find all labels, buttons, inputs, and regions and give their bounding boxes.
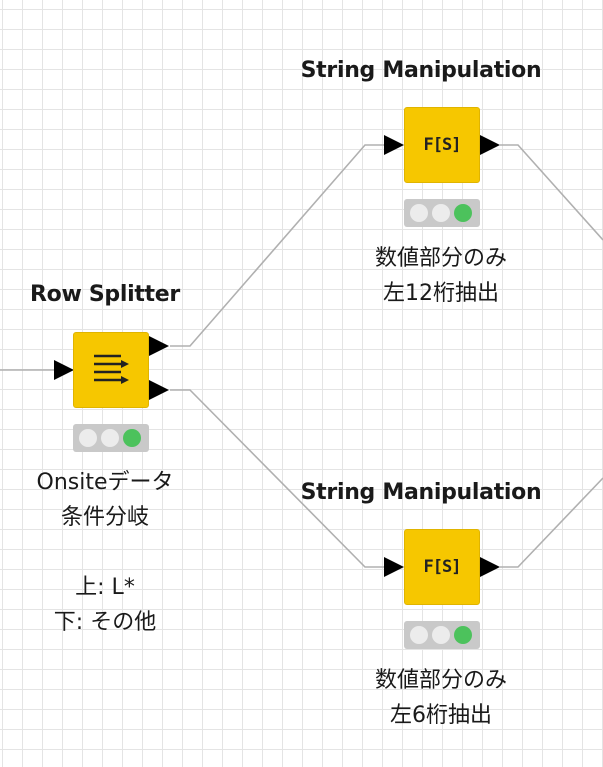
output-port-bottom[interactable] <box>149 380 169 400</box>
f-s-icon: F[S] <box>423 557 462 577</box>
node-status-indicator <box>404 621 480 649</box>
connection-row-splitter-to-string-manipulation-bottom[interactable] <box>170 389 384 568</box>
description-line: 左6桁抽出 <box>390 703 492 728</box>
connection-string-manipulation-top-out[interactable] <box>500 144 603 241</box>
input-port[interactable] <box>54 360 74 380</box>
input-port[interactable] <box>384 135 404 155</box>
string-manipulation-node-body[interactable]: F[S] <box>404 107 480 183</box>
description-line <box>5 535 205 570</box>
description-line: 条件分岐 <box>60 505 149 530</box>
description-line: 上: L* <box>75 575 135 600</box>
status-light-yellow <box>101 429 119 447</box>
input-port[interactable] <box>384 557 404 577</box>
node-description[interactable]: 数値部分のみ 左6桁抽出 <box>341 663 541 733</box>
row-splitter-node-body[interactable] <box>73 332 149 408</box>
status-light-yellow <box>432 204 450 222</box>
connection-row-splitter-to-string-manipulation-top[interactable] <box>170 144 384 347</box>
description-line: 数値部分のみ <box>374 668 507 693</box>
string-manipulation-node-bottom[interactable]: String Manipulation F[S] 数値部分のみ 左6桁抽出 <box>301 480 542 740</box>
status-light-green <box>123 429 141 447</box>
description-line: Onsiteデータ <box>36 470 174 495</box>
f-s-icon: F[S] <box>423 135 462 155</box>
status-light-red <box>79 429 97 447</box>
node-title[interactable]: String Manipulation <box>300 58 542 83</box>
output-port[interactable] <box>480 135 500 155</box>
status-light-green <box>454 626 472 644</box>
string-manipulation-node-top[interactable]: String Manipulation F[S] 数値部分のみ 左12桁抽出 <box>301 58 542 318</box>
status-light-red <box>410 626 428 644</box>
status-light-green <box>454 204 472 222</box>
connection-string-manipulation-bottom-out[interactable] <box>500 477 603 568</box>
node-description[interactable]: 数値部分のみ 左12桁抽出 <box>341 241 541 311</box>
node-status-indicator <box>73 424 149 452</box>
node-description[interactable]: Onsiteデータ 条件分岐 上: L* 下: その他 <box>5 465 205 640</box>
status-light-yellow <box>432 626 450 644</box>
node-status-indicator <box>404 199 480 227</box>
status-light-red <box>410 204 428 222</box>
node-title[interactable]: Row Splitter <box>30 282 180 307</box>
description-line: 数値部分のみ <box>374 246 507 271</box>
output-port-top[interactable] <box>149 336 169 356</box>
description-line: 下: その他 <box>53 610 157 635</box>
string-manipulation-node-body[interactable]: F[S] <box>404 529 480 605</box>
row-splitter-icon <box>91 351 131 389</box>
description-line: 左12桁抽出 <box>383 281 499 306</box>
node-title[interactable]: String Manipulation <box>300 480 542 505</box>
output-port[interactable] <box>480 557 500 577</box>
row-splitter-node[interactable]: Row Splitter <box>25 282 185 642</box>
